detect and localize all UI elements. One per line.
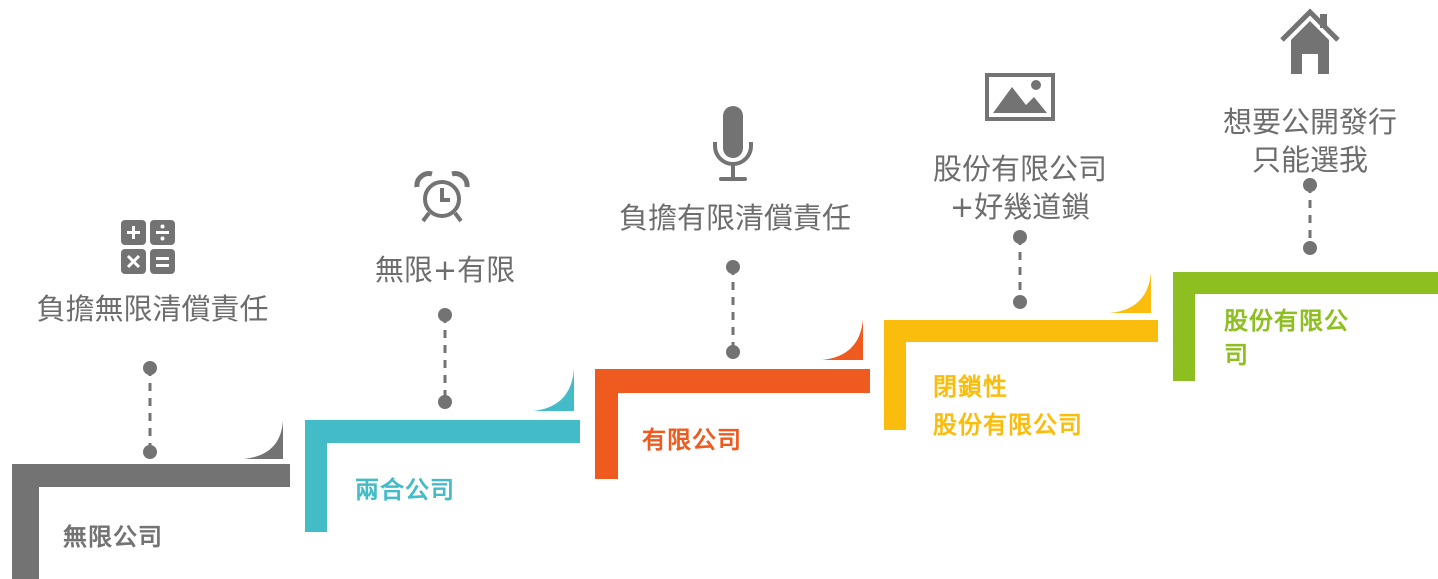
step-4-description: 股份有限公司 +好幾道鎖 bbox=[932, 152, 1107, 224]
step-3-shape bbox=[595, 319, 870, 479]
connector-5 bbox=[1303, 178, 1317, 255]
step-5-label: 股份有限公 司 bbox=[1224, 307, 1349, 369]
step-2-description: 無限+有限 bbox=[374, 253, 516, 287]
connector-3 bbox=[726, 260, 740, 359]
step-5-shape bbox=[1173, 272, 1438, 381]
connector-1 bbox=[143, 361, 157, 459]
step-1-description: 負擔無限清償責任 bbox=[36, 292, 269, 326]
step-4-shape bbox=[884, 272, 1158, 430]
step-1-label: 無限公司 bbox=[63, 523, 163, 551]
step-2-shape bbox=[305, 369, 580, 532]
step-4-label: 閉鎖性 股份有限公司 bbox=[933, 373, 1083, 439]
step-3-label: 有限公司 bbox=[642, 426, 742, 454]
alarm-clock-icon bbox=[414, 171, 470, 223]
microphone-icon bbox=[713, 106, 753, 181]
step-3-description: 負擔有限清償責任 bbox=[618, 201, 851, 235]
step-1-shape bbox=[12, 420, 290, 579]
step-5-description: 想要公開發行 只能選我 bbox=[1222, 105, 1397, 177]
calculator-icon bbox=[121, 220, 175, 274]
home-icon bbox=[1280, 8, 1340, 74]
connector-4 bbox=[1013, 230, 1027, 309]
image-icon bbox=[985, 73, 1055, 121]
connector-2 bbox=[438, 308, 452, 409]
step-2-label: 兩合公司 bbox=[355, 476, 455, 504]
